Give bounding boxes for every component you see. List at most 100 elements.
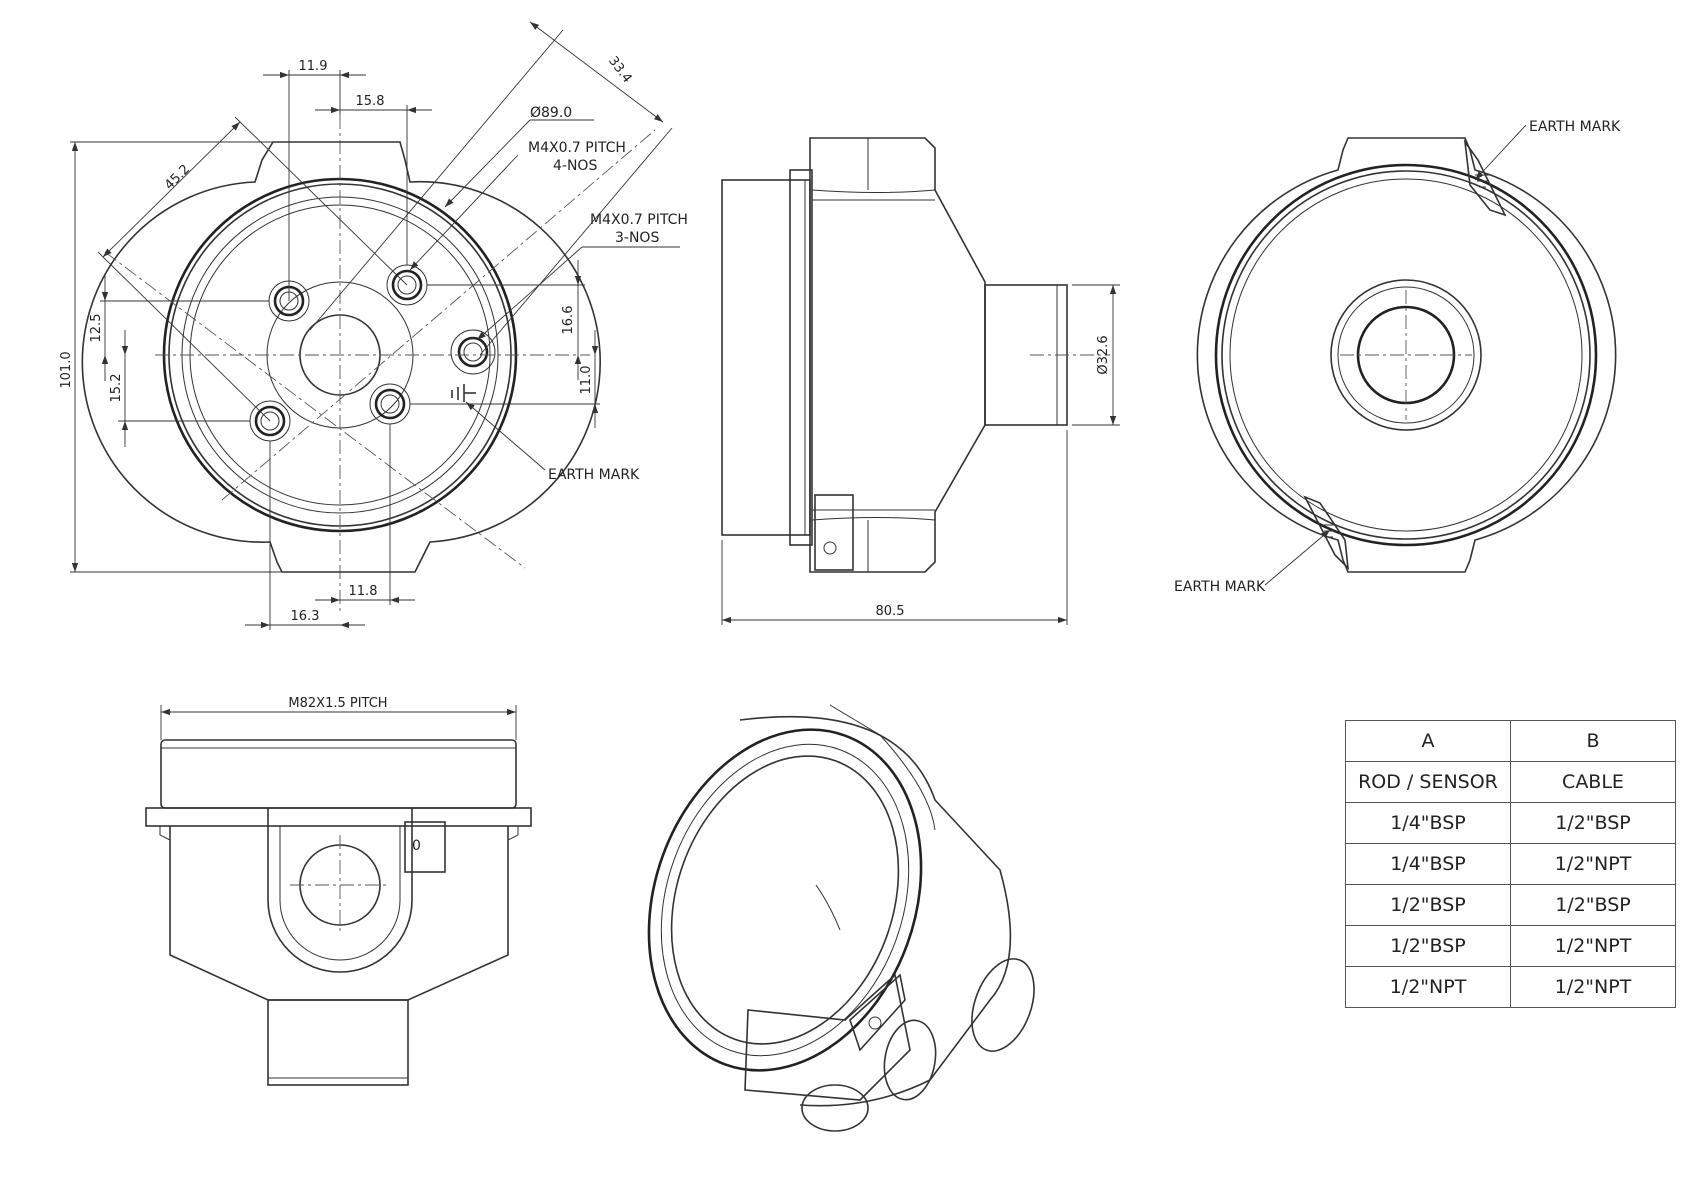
bottom-body-line <box>159 826 171 841</box>
iso-earth-lug-hole <box>868 1016 882 1030</box>
iso-body-silhouette <box>739 715 1012 1107</box>
spec-table-header-row: A B <box>1345 720 1676 762</box>
table-row: 1/2"BSP 1/2"NPT <box>1345 925 1676 967</box>
side-earth-lug <box>814 494 854 571</box>
bottom-cover <box>160 739 517 809</box>
table-cell: 1/2"NPT <box>1510 843 1676 885</box>
bottom-body-line <box>169 954 269 1001</box>
rear-spigot-chamfer <box>1337 286 1475 424</box>
iso-cable-hole <box>801 1084 869 1132</box>
table-cell: 1/2"NPT <box>1345 966 1511 1008</box>
rear-body-step <box>1229 178 1583 532</box>
leader-line <box>409 154 519 271</box>
dim-45-2-label: 45.2 <box>162 162 193 193</box>
dim-16-6-label: 16.6 <box>561 306 576 335</box>
iso-opening <box>670 755 900 1045</box>
front-earth-mark-label: EARTH MARK <box>548 467 640 483</box>
dim-ext <box>234 116 408 286</box>
spec-table: A B ROD / SENSOR CABLE 1/4"BSP 1/2"BSP 1… <box>1345 720 1676 1008</box>
leader-line <box>1474 124 1527 181</box>
dia-89-label: Ø89.0 <box>530 105 572 121</box>
front-centerline-diag2 <box>221 129 656 501</box>
iso-earth-lug <box>849 973 906 1052</box>
side-view: 80.5 Ø32.6 <box>721 137 1120 625</box>
dim-ext <box>479 127 673 356</box>
bottom-body-line <box>507 826 519 841</box>
bottom-view: 0 M82X1.5 PITCH <box>145 696 532 1086</box>
bottom-cable-boss-inner <box>279 826 401 961</box>
table-cell: 1/4"BSP <box>1345 843 1511 885</box>
iso-body-line <box>829 704 936 831</box>
m4-3nos-line2: 3-NOS <box>615 230 659 246</box>
iso-rear-spigot <box>971 958 1035 1052</box>
spec-subheader-a: ROD / SENSOR <box>1345 761 1511 803</box>
rear-earth-lug-bottom <box>1303 495 1350 571</box>
dim-33-4-label: 33.4 <box>605 54 634 86</box>
table-cell: 1/2"BSP <box>1510 884 1676 926</box>
m4-4nos-line1: M4X0.7 PITCH <box>528 140 626 156</box>
bottom-body <box>169 826 509 1001</box>
dim-ext <box>97 251 271 422</box>
table-row: 1/4"BSP 1/2"NPT <box>1345 843 1676 885</box>
leader-line <box>465 401 546 471</box>
side-body-curve <box>811 189 936 193</box>
dim-101-0-label: 101.0 <box>59 351 74 388</box>
rear-earth-mark-bottom-label: EARTH MARK <box>1174 579 1266 595</box>
leader-line <box>476 246 583 341</box>
dim-12-5-label: 12.5 <box>89 314 104 343</box>
front-view: 11.9 15.8 33.4 45.2 101.0 12.5 15.2 <box>59 21 688 630</box>
table-cell: 1/2"NPT <box>1510 925 1676 967</box>
dim-15-2-label: 15.2 <box>109 374 124 403</box>
dim-11-8-label: 11.8 <box>349 584 378 599</box>
front-centerline-diag <box>104 251 526 569</box>
bottom-flange <box>145 807 532 827</box>
table-row: 1/2"BSP 1/2"BSP <box>1345 884 1676 926</box>
spec-table-subheader-row: ROD / SENSOR CABLE <box>1345 761 1676 803</box>
spec-header-b: B <box>1510 720 1676 762</box>
dim-16-3-label: 16.3 <box>291 609 320 624</box>
dim-11-0-label: 11.0 <box>579 366 594 395</box>
dim-80-5-label: 80.5 <box>876 604 905 619</box>
side-flange <box>789 169 813 546</box>
spec-subheader-b: CABLE <box>1510 761 1676 803</box>
iso-inner-feature <box>815 884 841 931</box>
dim-11-9-label: 11.9 <box>299 59 328 74</box>
table-cell: 1/2"BSP <box>1345 925 1511 967</box>
table-row: 1/2"NPT 1/2"NPT <box>1345 966 1676 1008</box>
iso-open-rim <box>647 728 923 1072</box>
table-cell: 1/4"BSP <box>1345 802 1511 844</box>
front-thread-hole-side <box>450 329 496 375</box>
bottom-zero-mark: 0 <box>412 838 421 854</box>
spec-header-a: A <box>1345 720 1511 762</box>
side-cover <box>721 179 811 536</box>
table-cell: 1/2"BSP <box>1345 884 1511 926</box>
table-row: 1/4"BSP 1/2"BSP <box>1345 802 1676 844</box>
dim-line <box>529 21 664 123</box>
leader-line <box>1264 529 1331 586</box>
leader-line <box>444 119 531 208</box>
rear-spigot-outer <box>1330 279 1482 431</box>
table-cell: 1/2"NPT <box>1510 966 1676 1008</box>
iso-side-spigot <box>883 1019 937 1101</box>
rear-body-rim-inner <box>1221 170 1591 540</box>
side-earth-lug-hole <box>823 541 837 555</box>
dim-15-8-label: 15.8 <box>356 94 385 109</box>
bottom-cable-boss <box>267 808 413 973</box>
m4-4nos-line2: 4-NOS <box>553 158 597 174</box>
front-earth-symbol-icon <box>451 384 476 402</box>
rear-earth-lug-top <box>1463 139 1507 217</box>
dim-line <box>102 121 241 258</box>
iso-open-rim-inner <box>660 743 910 1057</box>
dim-thread-label: M82X1.5 PITCH <box>288 696 387 711</box>
table-cell: 1/2"BSP <box>1510 802 1676 844</box>
side-body <box>809 137 986 573</box>
bottom-spigot <box>267 999 409 1086</box>
front-thread-hole-br <box>369 383 411 425</box>
rear-view: EARTH MARK EARTH MARK <box>1174 119 1621 595</box>
iso-cable-boss <box>744 973 911 1101</box>
front-body-outline <box>81 141 602 573</box>
bottom-earth-lug <box>404 821 446 873</box>
rear-body-outline <box>1196 137 1617 573</box>
rear-earth-mark-top-label: EARTH MARK <box>1529 119 1621 135</box>
